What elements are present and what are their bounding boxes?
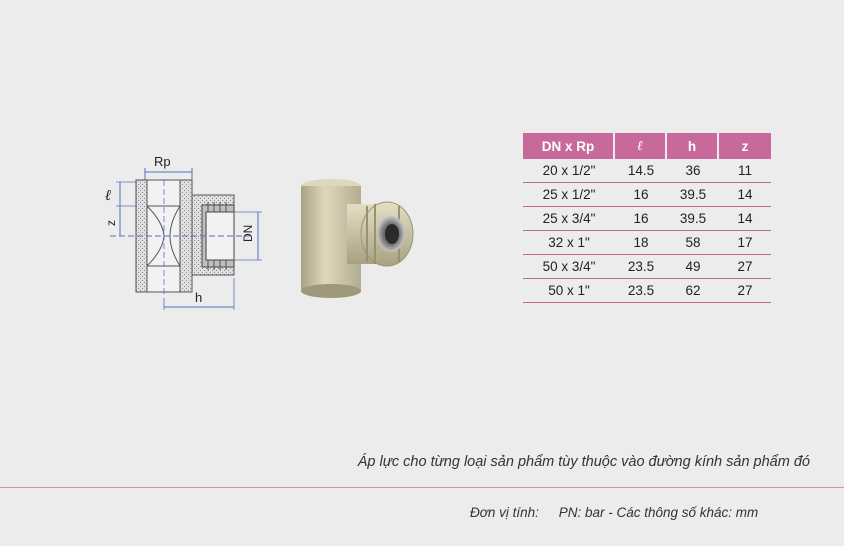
- table-row: 20 x 1/2" 14.5 36 11: [523, 159, 771, 183]
- header-z: z: [719, 133, 771, 159]
- units-value: PN: bar - Các thông số khác: mm: [558, 505, 759, 520]
- cell-z: 27: [719, 255, 771, 279]
- header-dn-rp: DN x Rp: [523, 133, 615, 159]
- cell-dn-rp: 25 x 1/2": [523, 183, 615, 207]
- cell-dn-rp: 50 x 3/4": [523, 255, 615, 279]
- spec-table: DN x Rp ℓ h z 20 x 1/2" 14.5 36 11 25 x …: [523, 133, 771, 303]
- product-image: [295, 176, 420, 301]
- technical-drawing: Rp ℓ z DN: [100, 150, 270, 310]
- cell-h: 39.5: [667, 183, 719, 207]
- pressure-note: Áp lực cho từng loại sản phẩm tùy thuộc …: [357, 454, 810, 470]
- cell-l: 18: [615, 231, 667, 255]
- units-line: Đơn vị tính: PN: bar - Các thông số khác…: [470, 505, 758, 520]
- table-row: 32 x 1" 18 58 17: [523, 231, 771, 255]
- units-label: Đơn vị tính:: [470, 505, 539, 520]
- cell-l: 16: [615, 183, 667, 207]
- cell-z: 14: [719, 183, 771, 207]
- cell-z: 11: [719, 159, 771, 183]
- header-l: ℓ: [615, 133, 667, 159]
- cell-z: 17: [719, 231, 771, 255]
- cell-z: 14: [719, 207, 771, 231]
- cell-dn-rp: 25 x 3/4": [523, 207, 615, 231]
- cell-dn-rp: 20 x 1/2": [523, 159, 615, 183]
- header-l-symbol: ℓ: [637, 138, 643, 154]
- divider-line: [0, 487, 844, 488]
- label-rp: Rp: [154, 154, 171, 169]
- table-header-row: DN x Rp ℓ h z: [523, 133, 771, 159]
- table-row: 25 x 3/4" 16 39.5 14: [523, 207, 771, 231]
- cell-h: 62: [667, 279, 719, 303]
- cell-dn-rp: 32 x 1": [523, 231, 615, 255]
- cell-l: 23.5: [615, 255, 667, 279]
- table-row: 50 x 1" 23.5 62 27: [523, 279, 771, 303]
- cell-l: 16: [615, 207, 667, 231]
- cell-h: 49: [667, 255, 719, 279]
- cell-h: 58: [667, 231, 719, 255]
- table-row: 50 x 3/4" 23.5 49 27: [523, 255, 771, 279]
- header-h: h: [667, 133, 719, 159]
- cell-h: 36: [667, 159, 719, 183]
- label-l: ℓ: [105, 186, 111, 204]
- cell-l: 23.5: [615, 279, 667, 303]
- cell-z: 27: [719, 279, 771, 303]
- cell-dn-rp: 50 x 1": [523, 279, 615, 303]
- label-h: h: [195, 290, 202, 305]
- label-dn: DN: [241, 225, 255, 242]
- table-row: 25 x 1/2" 16 39.5 14: [523, 183, 771, 207]
- label-z: z: [104, 220, 118, 226]
- cell-l: 14.5: [615, 159, 667, 183]
- cell-h: 39.5: [667, 207, 719, 231]
